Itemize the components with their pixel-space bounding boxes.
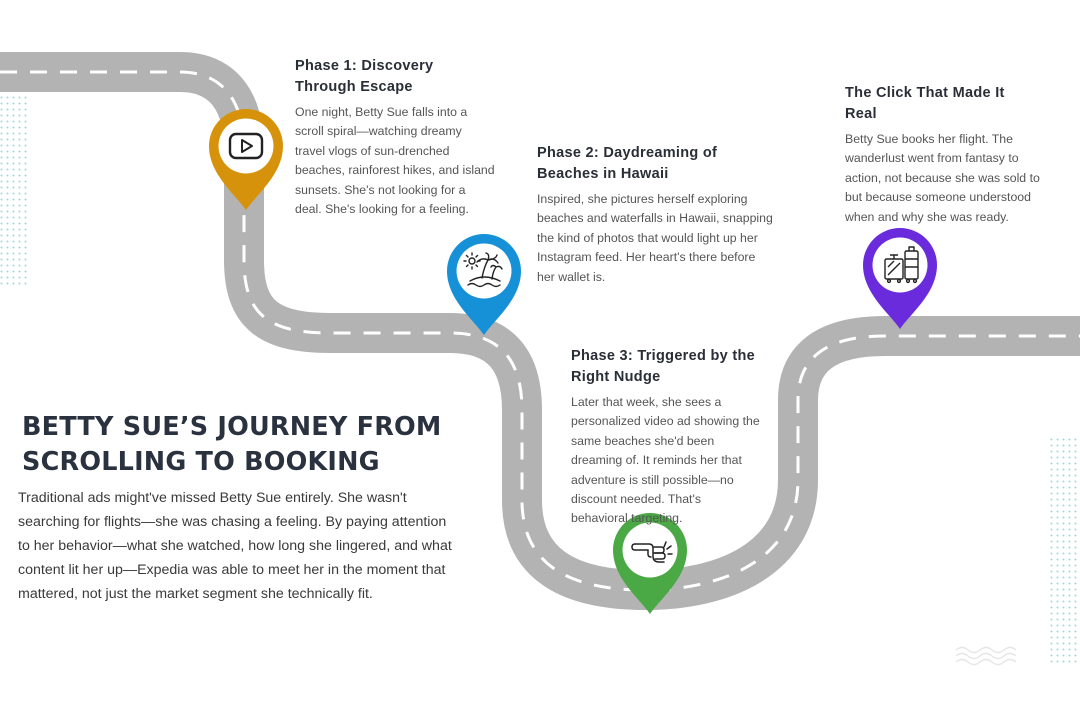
phase-3-title: Phase 3: Triggered by the Right Nudge [571, 348, 755, 385]
phase-1-block: Phase 1: Discovery Through Escape One ni… [295, 56, 495, 219]
phase-4-body: Betty Sue books her flight. The wanderlu… [845, 132, 1040, 224]
phase-3-body: Later that week, she sees a personalized… [571, 395, 760, 526]
dot-grid-left [0, 96, 30, 286]
page-title-line-1: BETTY SUE’S JOURNEY FROM [22, 412, 442, 442]
phase-2-title: Phase 2: Daydreaming of Beaches in Hawai… [537, 145, 718, 182]
pin-phase-3 [613, 513, 687, 614]
road [0, 52, 1080, 610]
phase-1-title: Phase 1: Discovery Through Escape [295, 58, 434, 95]
phase-4-title: The Click That Made It Real [845, 85, 1005, 122]
phase-1-body: One night, Betty Sue falls into a scroll… [295, 105, 495, 217]
wave-decoration [955, 646, 1017, 666]
pin-phase-4 [863, 228, 937, 329]
intro-paragraph: Traditional ads might've missed Betty Su… [18, 490, 452, 602]
page-title-line-2: SCROLLING TO BOOKING [22, 447, 380, 477]
pointing-hand-icon [631, 541, 673, 563]
phase-3-block: Phase 3: Triggered by the Right Nudge La… [571, 346, 761, 529]
palm-island-icon [463, 252, 503, 288]
play-button-icon [228, 132, 264, 160]
phase-2-body: Inspired, she pictures herself exploring… [537, 192, 773, 284]
pin-phase-2 [447, 234, 521, 335]
pin-phase-1 [209, 109, 283, 210]
luggage-icon [884, 246, 919, 284]
dot-grid-right [1050, 438, 1080, 664]
phase-2-block: Phase 2: Daydreaming of Beaches in Hawai… [537, 143, 773, 287]
page-title: BETTY SUE’S JOURNEY FROM SCROLLING TO BO… [22, 410, 442, 480]
phase-4-block: The Click That Made It Real Betty Sue bo… [845, 83, 1055, 227]
